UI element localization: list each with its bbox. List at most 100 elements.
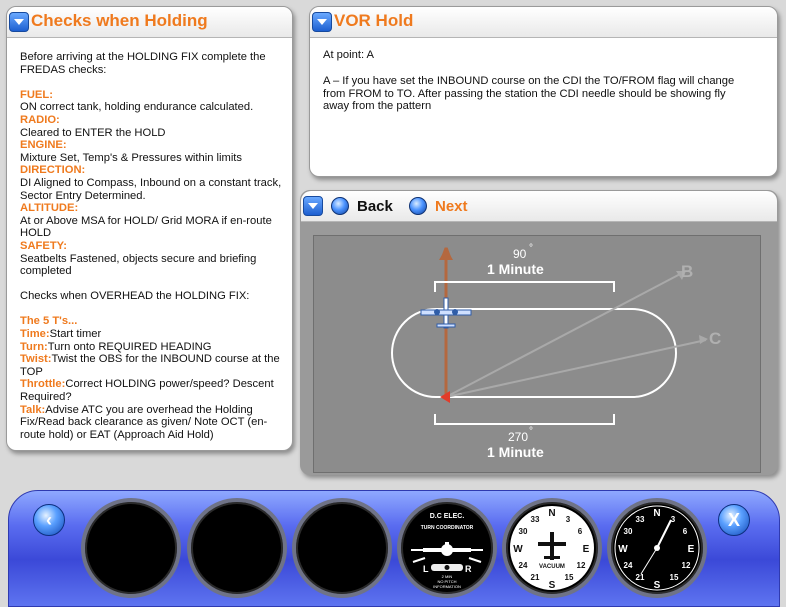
adf-12: 12	[682, 561, 691, 570]
intro-text: Before arriving at the HOLDING FIX compl…	[20, 51, 266, 76]
hi-e: E	[583, 544, 590, 555]
bottom-bracket	[434, 414, 615, 425]
adf-15: 15	[670, 573, 679, 582]
track-arrow-icon	[439, 248, 453, 260]
top-degree-symbol: °	[529, 243, 533, 254]
time-text: Start timer	[49, 328, 102, 341]
adf-6: 6	[683, 527, 688, 536]
point-a-marker-icon	[440, 391, 450, 403]
nav-header: Back Next	[301, 191, 777, 222]
fuel-text: ON correct tank, holding endurance calcu…	[20, 101, 254, 114]
vor-hold-header: VOR Hold	[310, 7, 777, 38]
adf-30: 30	[624, 527, 633, 536]
fuel-label: FUEL:	[20, 88, 53, 101]
airplane-icon	[420, 297, 472, 329]
bottom-heading-label: 270	[508, 430, 528, 444]
holding-pattern-diagram: A B C 90 ° 1 Minute 270 ° 1 Minute	[313, 235, 761, 473]
vor-hold-content: At point: A A – If you have set the INBO…	[323, 49, 743, 113]
hi-24: 24	[519, 561, 528, 570]
direction-text: DI Aligned to Compass, Inbound on a cons…	[20, 176, 282, 202]
line-to-b	[445, 271, 685, 398]
adf-24: 24	[624, 561, 633, 570]
safety-label: SAFETY:	[20, 239, 68, 252]
talk-label: Talk:	[20, 403, 46, 416]
turn-text: Turn onto REQUIRED HEADING	[47, 340, 212, 353]
empty-gauge-3	[292, 498, 392, 598]
time-label: Time:	[20, 328, 50, 341]
empty-gauge-2	[187, 498, 287, 598]
close-label: X	[727, 510, 740, 530]
back-label: Back	[357, 197, 393, 215]
turn-label: Turn:	[20, 340, 48, 353]
hi-w: W	[513, 544, 523, 555]
point-label: At point: A	[323, 49, 374, 61]
engine-text: Mixture Set, Temp's & Pressures within l…	[20, 151, 243, 164]
adf-needle-tail	[640, 547, 658, 575]
altitude-label: ALTITUDE:	[20, 202, 79, 215]
adf-e: E	[688, 544, 695, 555]
hi-12: 12	[577, 561, 586, 570]
hi-s: S	[549, 580, 556, 591]
adf-w: W	[618, 544, 628, 555]
tc-note3: INFORMATION	[433, 584, 461, 589]
tc-right-label: R	[465, 564, 472, 574]
top-heading-label: 90	[513, 247, 527, 261]
line-to-c	[445, 339, 707, 398]
holding-checks-panel: Checks when Holding Before arriving at t…	[6, 6, 293, 451]
dropdown-icon[interactable]	[303, 196, 323, 216]
heading-indicator-gauge: N E S W 3 6 12 15 21 24 30 33 VACUUM	[502, 498, 602, 598]
throttle-label: Throttle:	[20, 378, 66, 391]
tc-brand-label: D.C ELEC.	[430, 513, 465, 520]
tc-note1: 2 MIN	[442, 574, 453, 579]
adf-n: N	[653, 508, 660, 519]
tc-note2: NO PITCH	[437, 579, 456, 584]
point-b-label: B	[681, 262, 693, 281]
tc-name-label: TURN COORDINATOR	[421, 525, 474, 531]
dropdown-icon[interactable]	[312, 12, 332, 32]
adf-gauge: N E S W 3 6 12 15 21 24 30 33	[607, 498, 707, 598]
next-button[interactable]: Next	[409, 195, 468, 217]
direction-label: DIRECTION:	[20, 164, 86, 177]
next-radio-icon	[409, 197, 427, 215]
previous-label: ‹	[46, 510, 52, 530]
heading-indicator-svg: N E S W 3 6 12 15 21 24 30 33 VACUUM	[510, 506, 594, 591]
hi-airplane-icon	[538, 532, 566, 560]
diagram-panel: Back Next	[300, 190, 778, 475]
c-arrow-icon	[699, 335, 708, 344]
close-button[interactable]: X	[718, 504, 750, 536]
top-bracket	[434, 281, 615, 292]
hi-n: N	[548, 508, 555, 519]
hi-15: 15	[565, 573, 574, 582]
overhead-text: Checks when OVERHEAD the HOLDING FIX:	[20, 290, 250, 303]
tc-airplane-icon	[423, 542, 471, 556]
dropdown-icon[interactable]	[9, 12, 29, 32]
radio-label: RADIO:	[20, 113, 60, 126]
safety-text: Seatbelts Fastened, objects secure and b…	[20, 252, 257, 278]
hi-6: 6	[578, 527, 583, 536]
b-arrow-icon	[676, 271, 686, 280]
radio-text: Cleared to ENTER the HOLD	[20, 126, 166, 139]
holding-racetrack	[391, 308, 677, 398]
hi-3: 3	[566, 515, 571, 524]
bottom-time-label: 1 Minute	[487, 444, 544, 460]
hi-30: 30	[519, 527, 528, 536]
adf-s: S	[654, 580, 661, 591]
adf-svg: N E S W 3 6 12 15 21 24 30 33	[614, 505, 700, 591]
top-time-label: 1 Minute	[487, 261, 544, 277]
point-a-label: A	[440, 244, 452, 263]
five-ts-heading: The 5 T's...	[20, 315, 78, 328]
twist-text: Twist the OBS for the INBOUND course at …	[20, 353, 280, 378]
back-button[interactable]: Back	[331, 195, 393, 217]
talk-text: Advise ATC you are overhead the Holding …	[20, 403, 268, 441]
adf-33: 33	[636, 515, 645, 524]
holding-checks-header: Checks when Holding	[7, 7, 292, 38]
hi-33: 33	[531, 515, 540, 524]
previous-button[interactable]: ‹	[33, 504, 65, 536]
twist-label: Twist:	[20, 353, 52, 366]
point-c-label: C	[709, 329, 721, 348]
vor-hold-title: VOR Hold	[334, 11, 414, 30]
point-description: A – If you have set the INBOUND course o…	[323, 74, 735, 113]
adf-needle-icon	[656, 519, 672, 549]
turn-coordinator-svg: D.C ELEC. TURN COORDINATOR L R 2 MIN NO …	[411, 513, 483, 589]
engine-label: ENGINE:	[20, 139, 67, 152]
